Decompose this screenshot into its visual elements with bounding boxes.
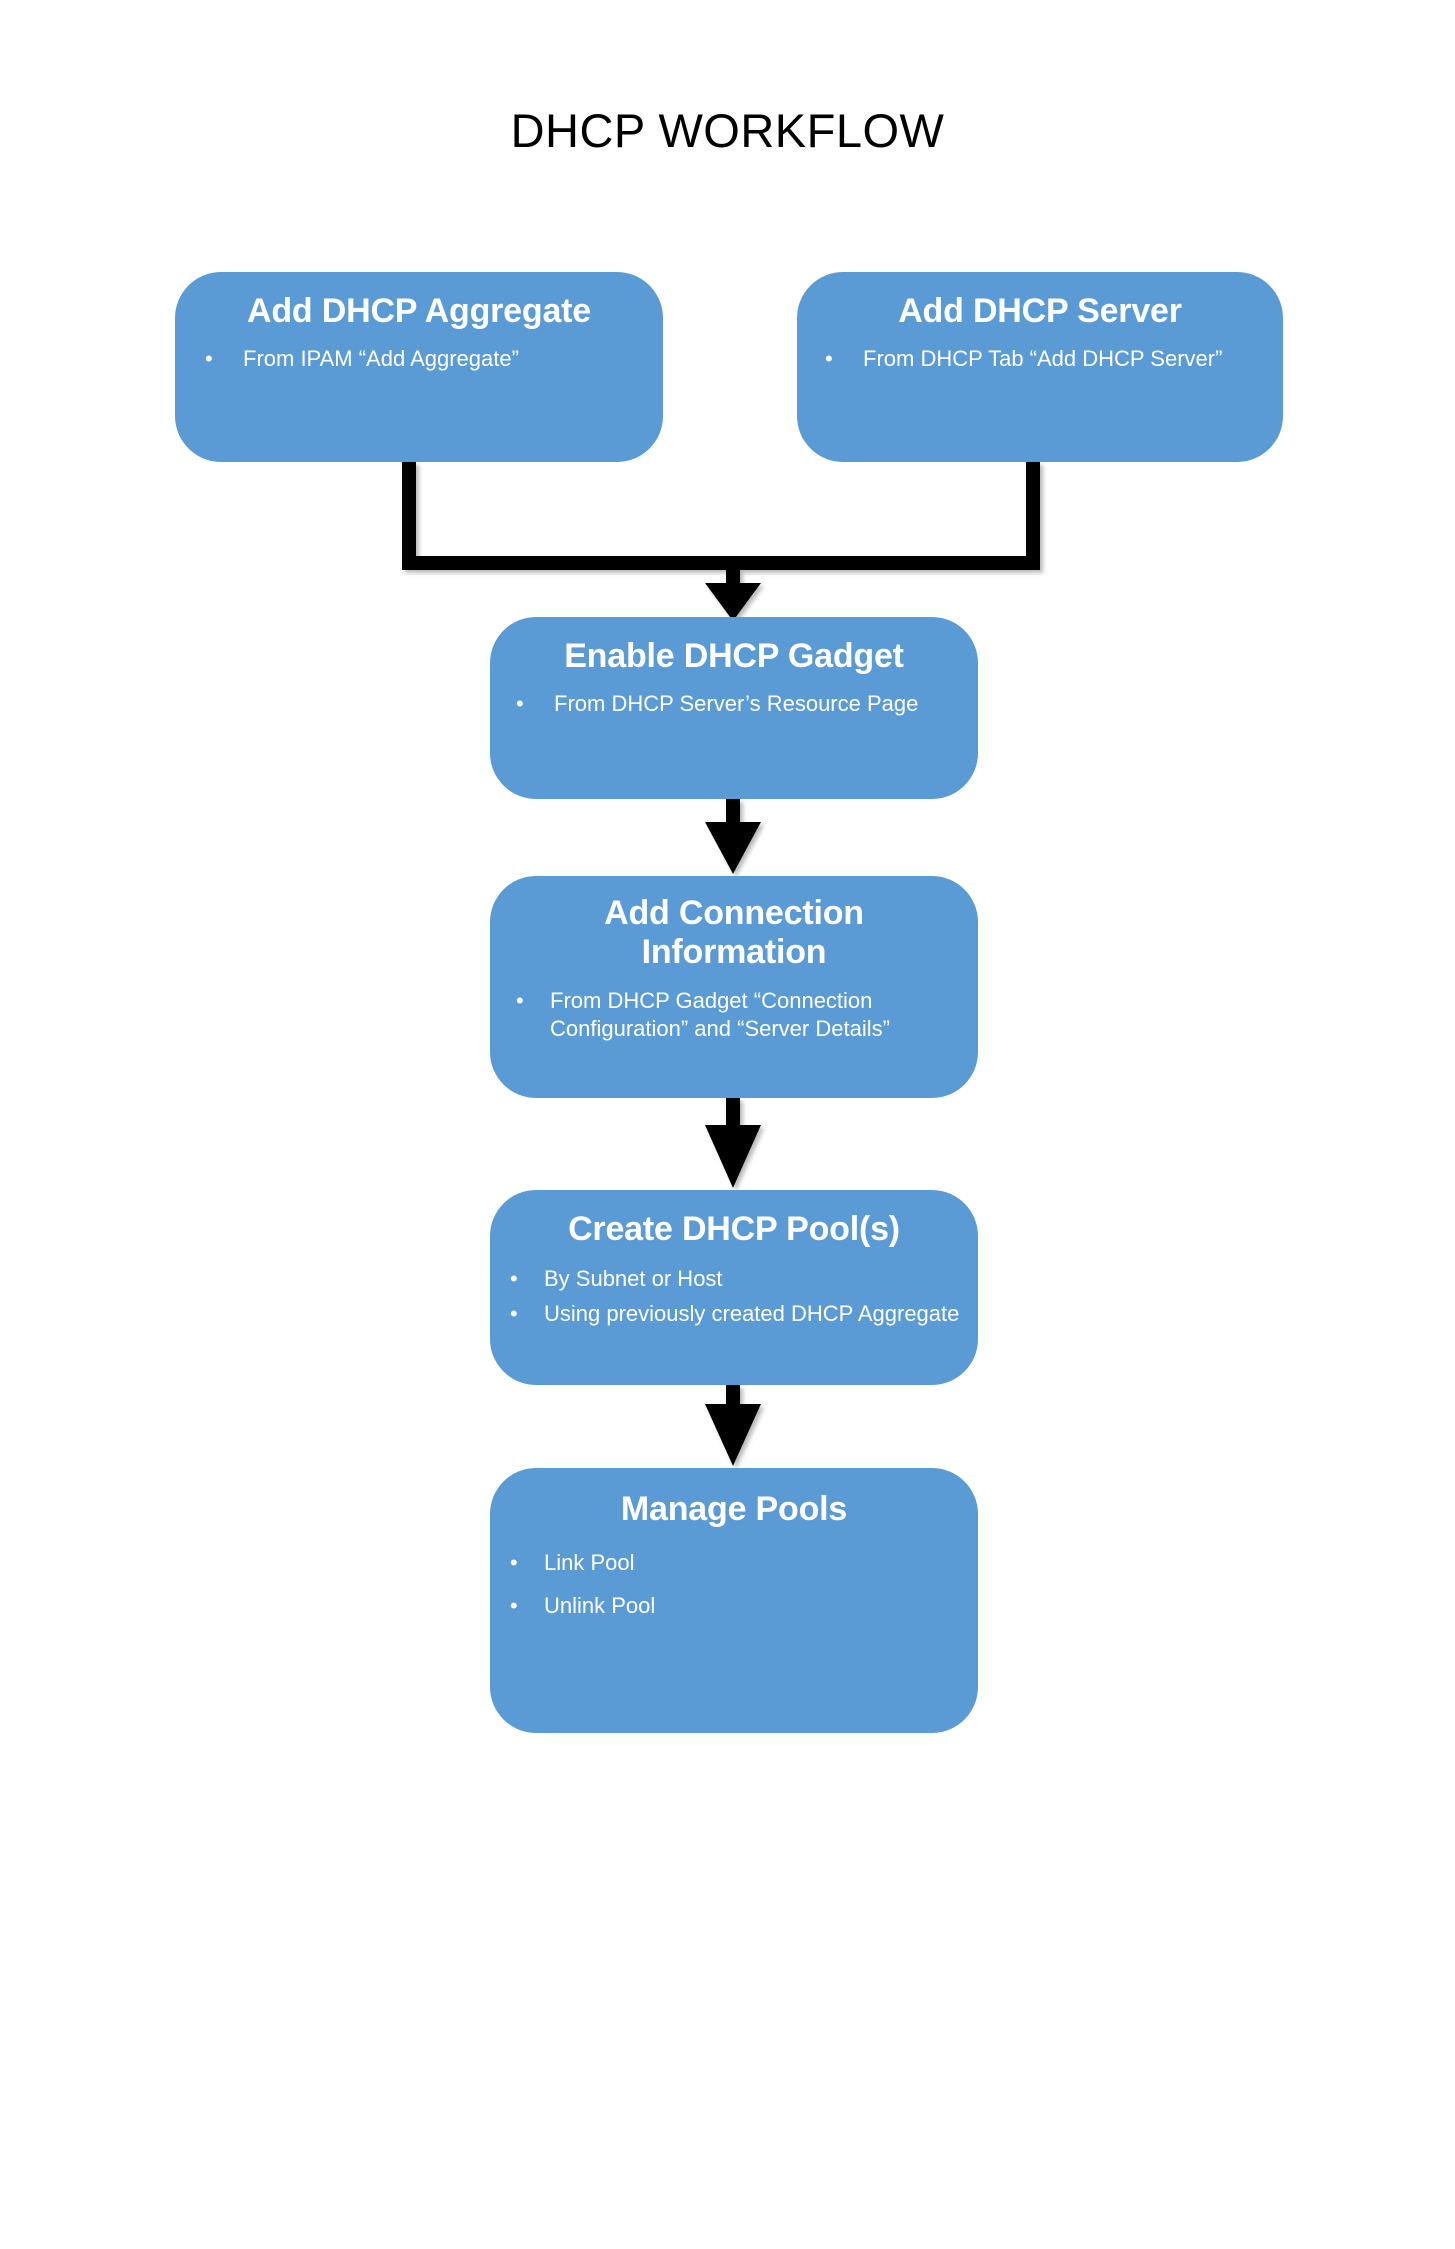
node-add-connection-information[interactable]: Add Connection Information • From DHCP G… xyxy=(490,876,978,1098)
node-bullet-list: • From DHCP Gadget “Connection Configura… xyxy=(490,987,978,1044)
node-manage-pools[interactable]: Manage Pools • Link Pool • Unlink Pool xyxy=(490,1468,978,1733)
bullet-text: By Subnet or Host xyxy=(544,1266,723,1292)
bullet-item: • By Subnet or Host xyxy=(510,1265,978,1294)
bullet-item: • From DHCP Tab “Add DHCP Server” xyxy=(825,345,1283,374)
connector-merge-to-enable-gadget xyxy=(402,462,1040,621)
bullet-item: • From IPAM “Add Aggregate” xyxy=(205,345,663,374)
bullet-text: From DHCP Gadget “Connection Configurati… xyxy=(550,987,890,1042)
bullet-text: From IPAM “Add Aggregate” xyxy=(243,346,519,372)
node-title: Enable DHCP Gadget xyxy=(564,637,904,675)
bullet-item: • From DHCP Gadget “Connection Configura… xyxy=(516,987,978,1044)
bullet-item: • Unlink Pool xyxy=(510,1592,978,1621)
bullet-icon: • xyxy=(516,691,524,717)
node-title: Add DHCP Server xyxy=(898,292,1182,330)
bullet-icon: • xyxy=(516,987,524,1013)
bullet-item: • Link Pool xyxy=(510,1549,978,1578)
connector-enable-gadget-to-connection xyxy=(705,799,761,874)
bullet-text: Unlink Pool xyxy=(544,1593,656,1619)
node-title: Create DHCP Pool(s) xyxy=(568,1210,900,1248)
node-bullet-list: • Link Pool • Unlink Pool xyxy=(490,1549,978,1620)
node-title: Add Connection Information xyxy=(490,894,978,973)
node-bullet-list: • From DHCP Server’s Resource Page xyxy=(490,690,978,719)
connector-create-pools-to-manage-pools xyxy=(705,1385,761,1466)
bullet-icon: • xyxy=(510,1593,518,1619)
bullet-item: • Using previously created DHCP Aggregat… xyxy=(510,1300,978,1329)
node-add-dhcp-aggregate[interactable]: Add DHCP Aggregate • From IPAM “Add Aggr… xyxy=(175,272,663,462)
node-title-line-2: Information xyxy=(641,933,827,972)
node-bullet-list: • From IPAM “Add Aggregate” xyxy=(175,345,663,374)
node-title: Manage Pools xyxy=(620,1490,848,1528)
node-title: Add DHCP Aggregate xyxy=(247,292,591,330)
bullet-text: From DHCP Tab “Add DHCP Server” xyxy=(863,346,1223,372)
bullet-icon: • xyxy=(825,346,833,372)
node-bullet-list: • By Subnet or Host • Using previously c… xyxy=(490,1265,978,1328)
bullet-icon: • xyxy=(205,346,213,372)
node-create-dhcp-pools[interactable]: Create DHCP Pool(s) • By Subnet or Host … xyxy=(490,1190,978,1385)
bullet-text: From DHCP Server’s Resource Page xyxy=(554,691,919,717)
node-add-dhcp-server[interactable]: Add DHCP Server • From DHCP Tab “Add DHC… xyxy=(797,272,1283,462)
bullet-icon: • xyxy=(510,1550,518,1576)
node-title-line-1: Add Connection xyxy=(604,894,864,932)
page-title: DHCP WORKFLOW xyxy=(510,104,945,157)
node-bullet-list: • From DHCP Tab “Add DHCP Server” xyxy=(797,345,1283,374)
node-enable-dhcp-gadget[interactable]: Enable DHCP Gadget • From DHCP Server’s … xyxy=(490,617,978,799)
bullet-icon: • xyxy=(510,1266,518,1292)
bullet-text: Link Pool xyxy=(544,1550,635,1576)
bullet-text: Using previously created DHCP Aggregate xyxy=(544,1301,960,1327)
connector-connection-to-create-pools xyxy=(705,1098,761,1188)
bullet-icon: • xyxy=(510,1301,518,1327)
bullet-item: • From DHCP Server’s Resource Page xyxy=(516,690,978,719)
